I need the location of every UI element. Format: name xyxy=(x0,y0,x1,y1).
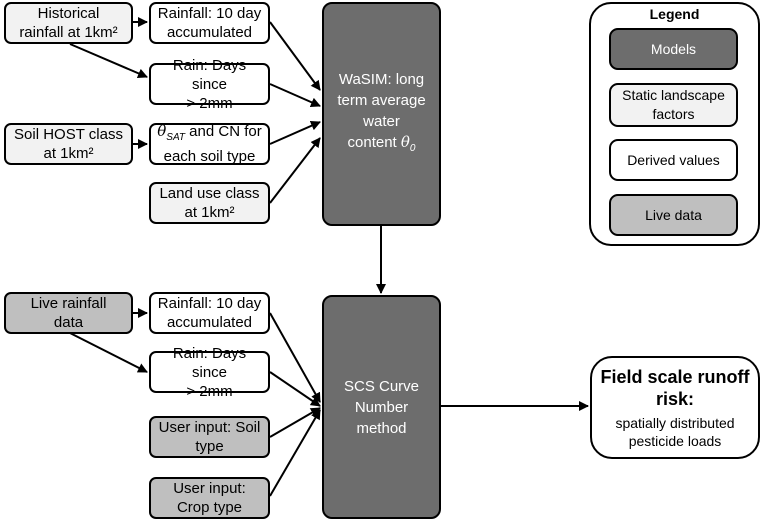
legend-title: Legend xyxy=(649,6,700,22)
theta-sat-line2: each soil type xyxy=(163,148,256,165)
land-use-box: Land use class at 1km² xyxy=(149,182,270,224)
arrow-raindays-to-wasim xyxy=(269,83,321,107)
legend-live: Live data xyxy=(609,194,738,236)
legend-derived: Derived values xyxy=(609,139,738,181)
legend-derived-label: Derived values xyxy=(627,151,720,168)
rainfall-10day-live-label: Rainfall: 10 day accumulated xyxy=(157,295,262,331)
rainfall-10day-live-box: Rainfall: 10 day accumulated xyxy=(149,292,270,334)
wasim-theta-symbol: θ xyxy=(400,133,410,151)
arrow-rainfall10b-to-scs xyxy=(269,312,321,403)
runoff-risk-title: Field scale runoff risk: xyxy=(600,366,750,409)
theta-sat-subscript: SAT xyxy=(166,132,186,143)
land-use-label: Land use class at 1km² xyxy=(159,185,260,221)
scs-model-label: SCS Curve Number method xyxy=(343,377,420,437)
rainfall-10day-label: Rainfall: 10 day accumulated xyxy=(157,5,262,41)
arrow-rainfall10-to-wasim xyxy=(269,21,321,91)
wasim-model-box: WaSIM: long term average water content θ… xyxy=(322,2,441,226)
wasim-model-label: WaSIM: long term average water content θ… xyxy=(337,69,425,159)
theta-sat-label: θSAT and CN for each soil type xyxy=(157,122,261,166)
rain-days-label: Rain: Days since > 2mm xyxy=(172,56,247,112)
legend-static: Static landscape factors xyxy=(609,83,738,127)
rainfall-10day-box: Rainfall: 10 day accumulated xyxy=(149,2,270,44)
user-soil-label: User input: Soil type xyxy=(158,419,261,455)
wasim-theta-subscript: 0 xyxy=(409,143,416,154)
arrow-usercrop-to-scs xyxy=(269,409,321,497)
theta-sat-symbol: θ xyxy=(157,122,167,140)
historical-rainfall-label: Historical rainfall at 1km² xyxy=(19,5,118,41)
legend-models: Models xyxy=(609,28,738,70)
soil-host-label: Soil HOST class at 1km² xyxy=(14,126,123,162)
legend-live-label: Live data xyxy=(645,206,702,223)
theta-sat-text: and CN for xyxy=(185,123,262,140)
user-crop-label: User input: Crop type xyxy=(173,480,246,516)
runoff-risk-subtitle: spatially distributed pesticide loads xyxy=(615,414,735,449)
rain-days-live-label: Rain: Days since > 2mm xyxy=(172,344,247,400)
legend-models-label: Models xyxy=(650,40,697,57)
rain-days-box: Rain: Days since > 2mm xyxy=(149,57,270,112)
live-rainfall-box: Live rainfall data xyxy=(4,292,133,334)
user-soil-box: User input: Soil type xyxy=(149,416,270,458)
user-crop-box: User input: Crop type xyxy=(149,477,270,519)
arrow-raindaysb-to-scs xyxy=(269,371,321,407)
arrow-historical-to-raindays xyxy=(69,43,148,79)
rain-days-live-box: Rain: Days since > 2mm xyxy=(149,345,270,400)
runoff-risk-box: Field scale runoff risk: spatially distr… xyxy=(590,356,760,459)
soil-host-box: Soil HOST class at 1km² xyxy=(4,123,133,165)
arrow-thetasat-to-wasim xyxy=(269,121,321,145)
wasim-model-text: WaSIM: long term average water content xyxy=(337,71,426,151)
arrow-landuse-to-wasim xyxy=(269,137,321,204)
theta-sat-box: θSAT and CN for each soil type xyxy=(149,122,270,166)
scs-model-box: SCS Curve Number method xyxy=(322,295,441,519)
legend-static-label: Static landscape factors xyxy=(622,87,725,122)
historical-rainfall-box: Historical rainfall at 1km² xyxy=(4,2,133,44)
live-rainfall-label: Live rainfall data xyxy=(30,295,107,331)
arrow-live-to-raindays xyxy=(69,332,148,373)
